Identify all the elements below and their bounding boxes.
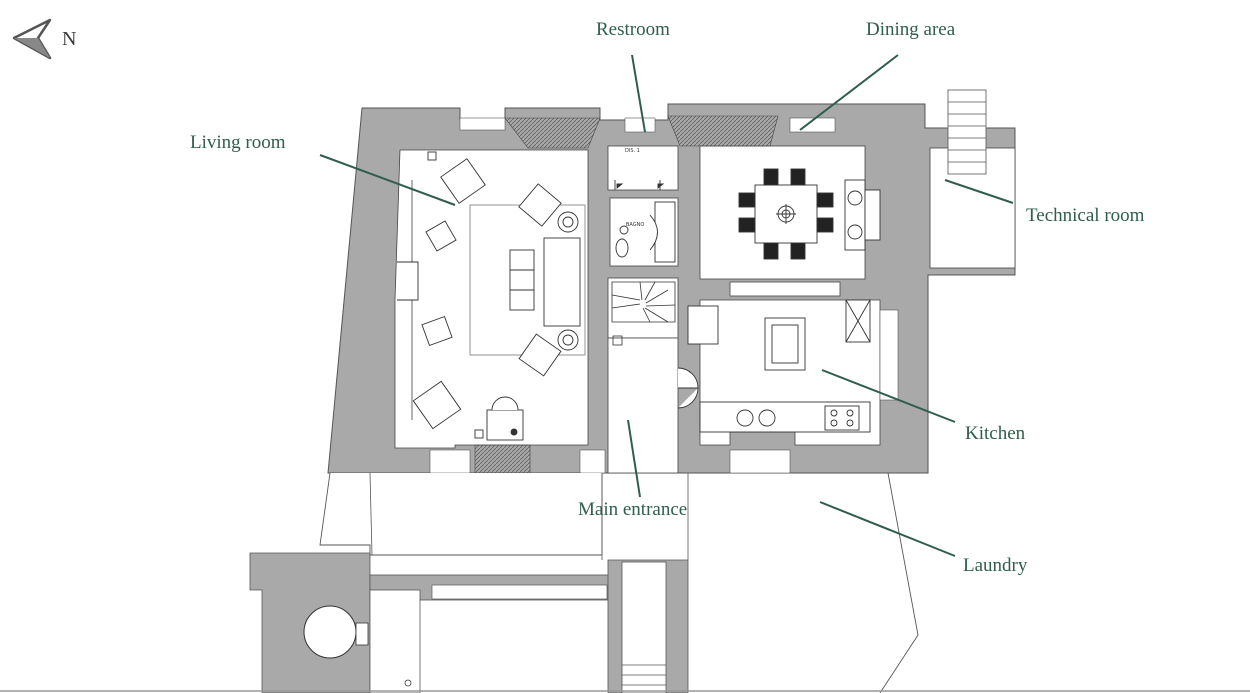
label-leaders <box>319 54 1014 557</box>
kitchen-fixtures <box>677 299 871 433</box>
exterior-stair <box>947 89 987 175</box>
label-technical-room: Technical room <box>1026 205 1145 226</box>
label-kitchen: Kitchen <box>965 423 1026 444</box>
restroom-floor <box>607 145 679 191</box>
north-arrow-shade-icon <box>14 38 50 58</box>
window-bottom-1 <box>429 449 471 474</box>
window-hatch-1 <box>504 117 601 149</box>
laundry-annex <box>249 472 919 693</box>
entrance-floor <box>607 337 679 474</box>
dining-set <box>729 168 881 297</box>
bath-tag: BAGNO <box>626 222 645 228</box>
window-bottom-2 <box>579 449 606 474</box>
label-laundry: Laundry <box>963 555 1028 576</box>
laundry-leader <box>819 501 956 557</box>
label-living-room: Living room <box>190 132 286 153</box>
entrance-leader <box>627 419 641 498</box>
restroom-leader <box>631 54 646 133</box>
label-main-entrance: Main entrance <box>578 499 688 520</box>
bathroom-fixtures <box>614 180 676 263</box>
window-top-2 <box>624 117 656 133</box>
label-restroom: Restroom <box>596 19 670 40</box>
north-label: N <box>62 28 77 50</box>
kitchen-leader <box>821 369 956 423</box>
living-leader <box>319 154 456 206</box>
technical-room-floor <box>929 147 1016 269</box>
kitchen-window <box>879 309 899 401</box>
window-bottom-3 <box>729 449 791 474</box>
interior-stair <box>611 281 676 346</box>
window-top-1 <box>459 117 506 131</box>
label-dining-area: Dining area <box>866 19 956 40</box>
window-hatch-3 <box>474 444 531 474</box>
wc-tag: DIS. 1 <box>625 148 640 154</box>
technical-leader <box>944 179 1014 204</box>
dining-leader <box>799 54 899 131</box>
living-room-furniture <box>397 151 586 441</box>
window-hatch-2 <box>667 115 779 147</box>
